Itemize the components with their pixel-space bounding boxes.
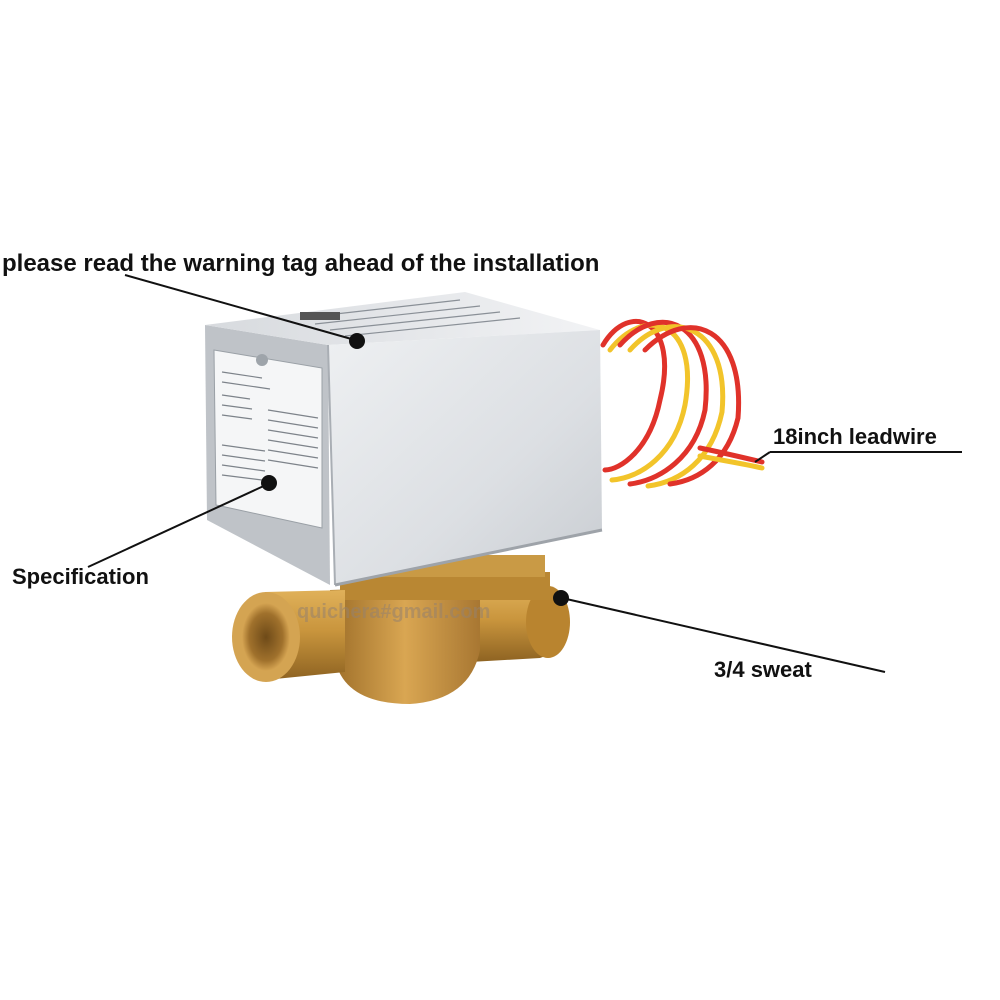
watermark-text: quichera#gmail.com [297,601,491,623]
leadwire-coil [600,318,765,489]
brass-valve-body [232,555,570,704]
warning-tag-label: please read the warning tag ahead of the… [2,250,600,277]
spec-label-icon [221,371,319,481]
callout-leader-lines [87,274,962,673]
specification-label: Specification [12,564,149,589]
leadwire-label: 18inch leadwire [773,424,937,449]
warning-tag-icon [299,299,521,337]
actuator-housing [205,292,603,587]
sweat-connection-label: 3/4 sweat [714,657,812,682]
